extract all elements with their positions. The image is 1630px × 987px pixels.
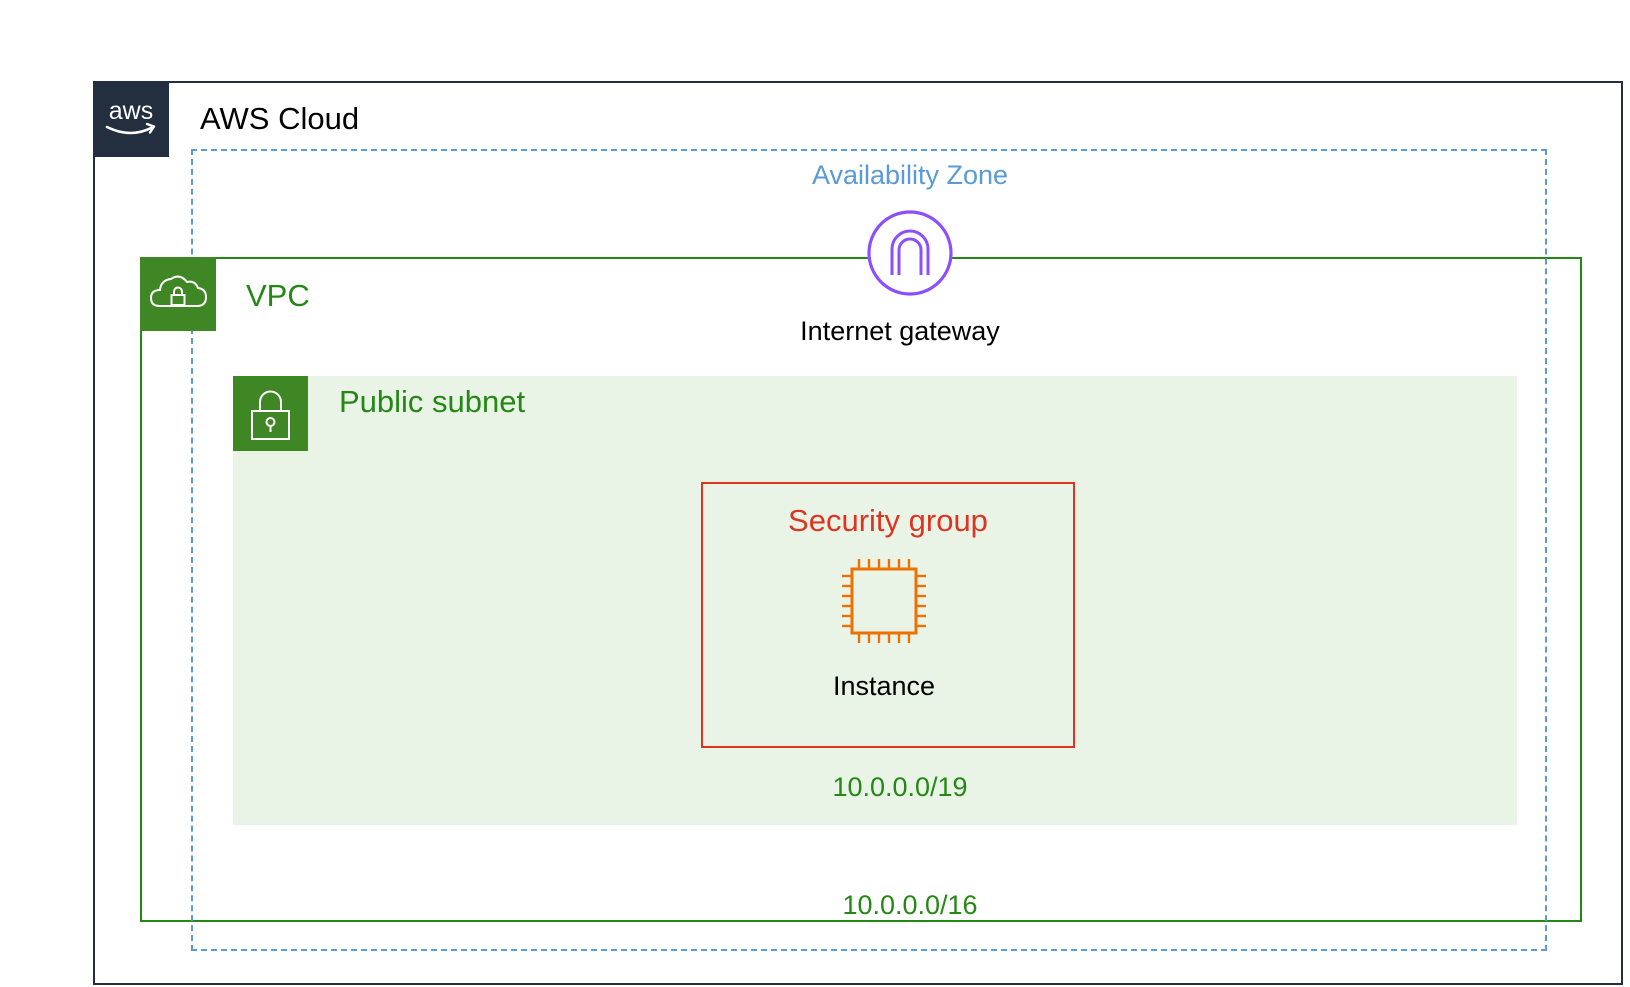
security-group-label: Security group — [788, 503, 988, 538]
vpc-group — [140, 257, 1582, 922]
instance-label: Instance — [832, 671, 936, 701]
vpc-cidr-label: 10.0.0.0/16 — [842, 890, 978, 920]
availability-zone-label: Availability Zone — [811, 160, 1009, 190]
aws-logo-icon: aws — [93, 81, 169, 157]
security-group-box — [701, 482, 1075, 748]
internet-gateway-icon — [866, 209, 954, 297]
public-subnet-label: Public subnet — [339, 384, 526, 419]
public-subnet-group — [233, 376, 1517, 825]
vpc-label: VPC — [246, 278, 310, 313]
availability-zone-group — [191, 149, 1547, 951]
cloud-lock-icon — [140, 257, 216, 331]
public-subnet-cidr-label: 10.0.0.0/19 — [832, 772, 968, 802]
padlock-icon — [233, 376, 308, 451]
ec2-instance-chip-icon — [837, 554, 931, 648]
aws-cloud-label: AWS Cloud — [200, 101, 360, 136]
internet-gateway-label: Internet gateway — [800, 316, 1000, 346]
aws-cloud-group — [93, 81, 1623, 985]
aws-logo-text: aws — [109, 97, 153, 125]
